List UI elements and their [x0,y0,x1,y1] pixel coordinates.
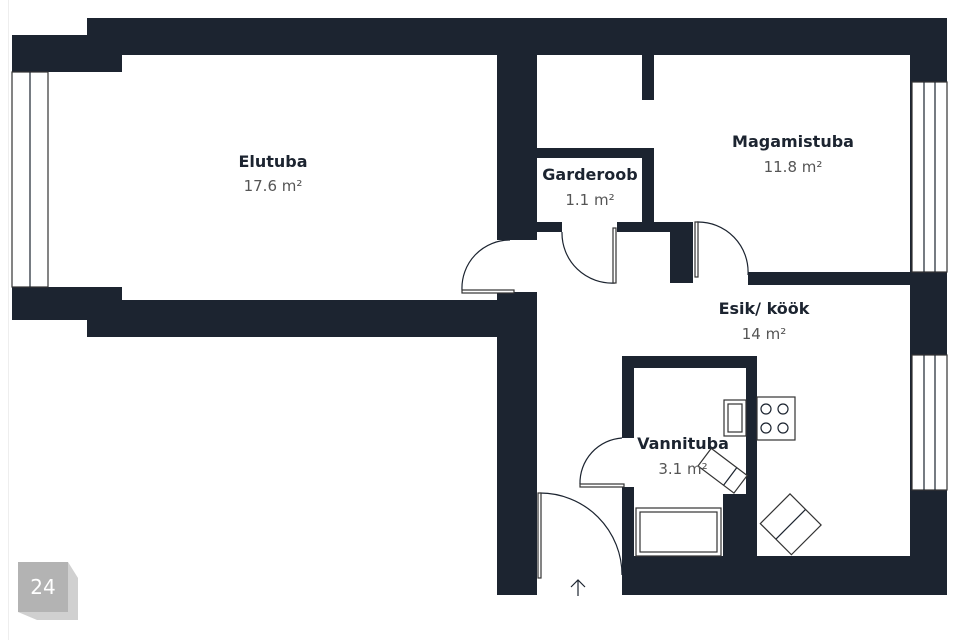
badge-number: 24 [30,575,55,599]
room-name-esik-kook: Esik/ köök [719,299,810,318]
room-name-vannituba: Vannituba [637,434,729,453]
room-area-elutuba: 17.6 m² [244,177,303,195]
room-labels: Elutuba 17.6 m² Garderoob 1.1 m² Magamis… [238,132,854,478]
room-name-magamistuba: Magamistuba [732,132,854,151]
entrance-arrow-icon [570,579,586,596]
room-name-garderoob: Garderoob [542,165,637,184]
windows [11,71,948,491]
doors [461,221,749,596]
room-name-elutuba: Elutuba [238,152,307,171]
walls [12,18,947,595]
stove-icon [756,396,796,441]
room-area-magamistuba: 11.8 m² [764,158,823,176]
room-area-esik-kook: 14 m² [742,325,786,343]
room-area-garderoob: 1.1 m² [565,191,614,209]
page-badge: 24 [18,562,78,620]
fixtures [635,396,822,557]
room-area-vannituba: 3.1 m² [658,460,707,478]
